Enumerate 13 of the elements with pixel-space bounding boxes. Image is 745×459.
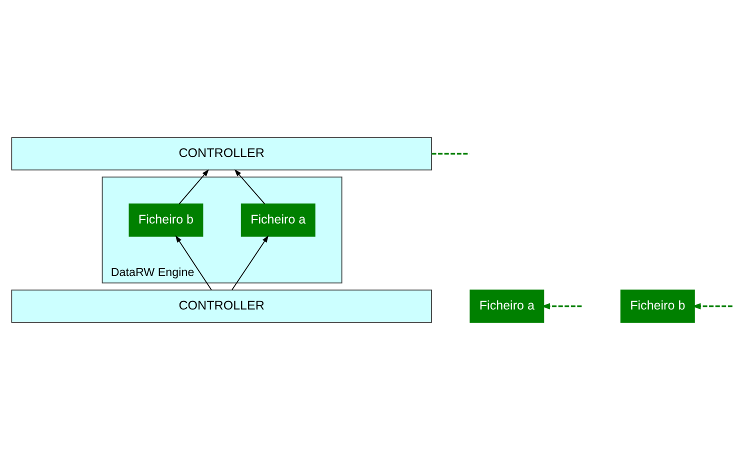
arrow (692, 302, 732, 309)
arrow (232, 234, 269, 290)
arrow (178, 168, 210, 204)
node-box: Ficheiro a (470, 289, 544, 322)
arrow (175, 234, 212, 290)
connector (432, 152, 470, 154)
node-box: Ficheiro a (240, 203, 316, 236)
node-box: CONTROLLER (11, 136, 432, 170)
node-box: Ficheiro b (128, 203, 204, 236)
arrow (541, 302, 582, 309)
node-box: Ficheiro b (620, 289, 695, 322)
arrow (234, 168, 266, 204)
node-box: CONTROLLER (11, 289, 432, 322)
